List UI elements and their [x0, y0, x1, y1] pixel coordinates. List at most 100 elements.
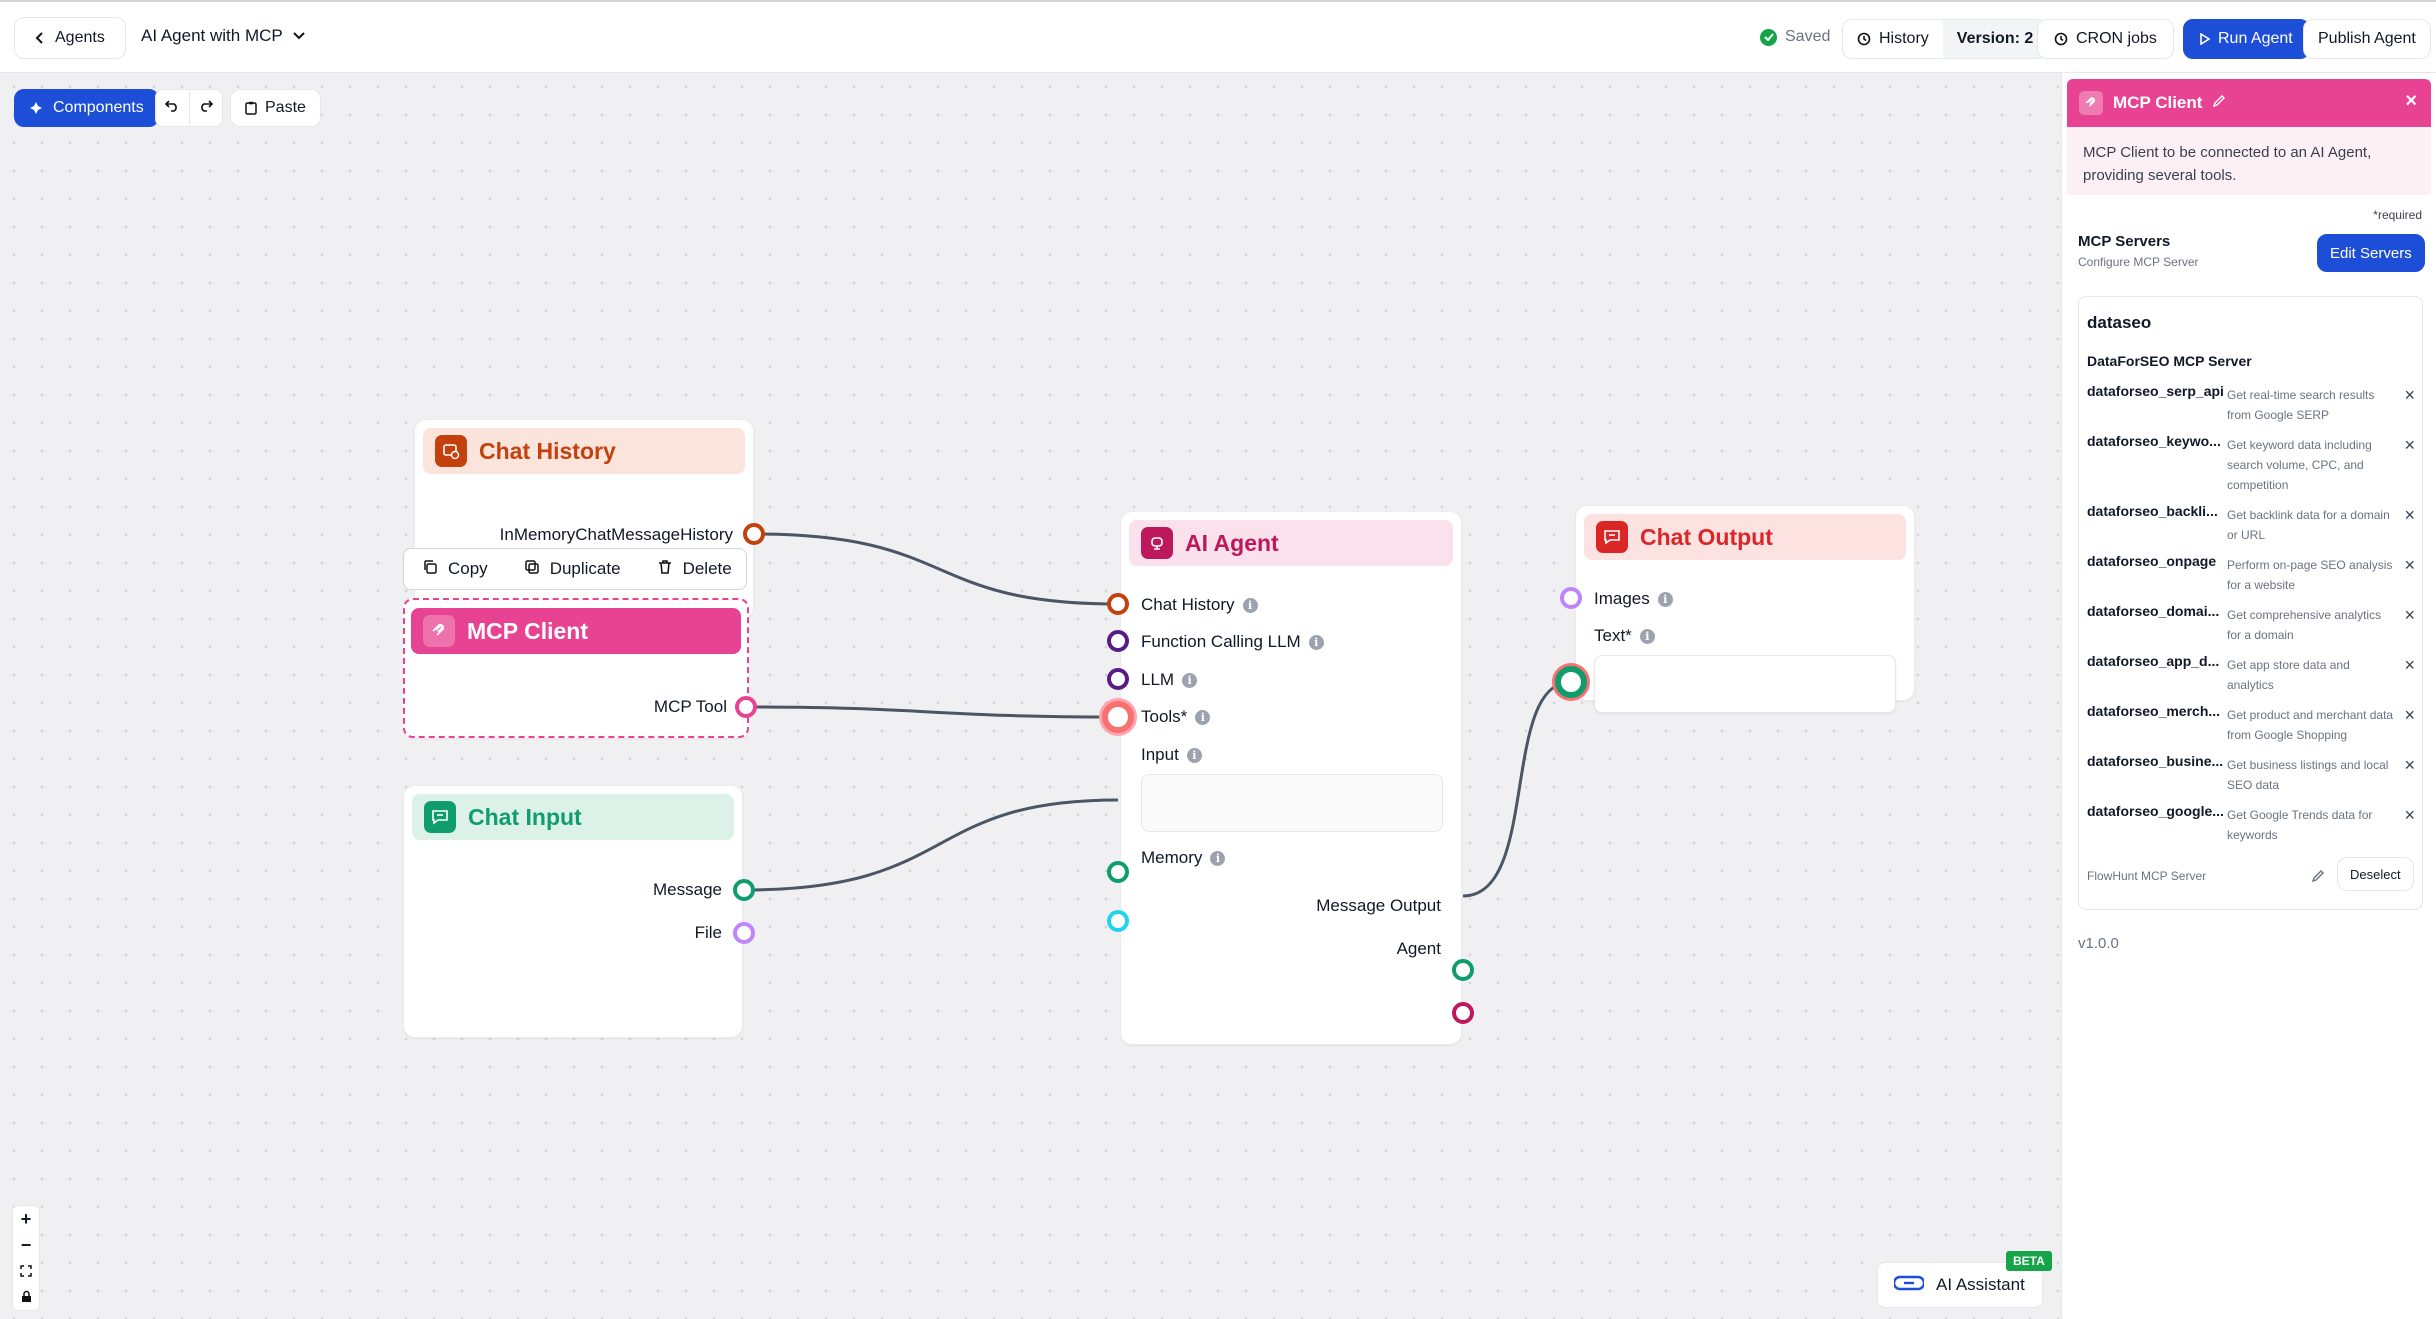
- components-button[interactable]: Components: [14, 89, 159, 127]
- panel-header: MCP Client ×: [2067, 79, 2431, 127]
- mcp-servers-sub: Configure MCP Server: [2078, 255, 2199, 269]
- flow-canvas[interactable]: Components Paste Chat History InMemoryCh…: [0, 73, 2061, 1319]
- node-actions-toolbar: Copy Duplicate Delete: [403, 548, 747, 590]
- properties-panel: MCP Client × MCP Client to be connected …: [2061, 73, 2436, 1319]
- redo-icon: [199, 99, 213, 117]
- deselect-button[interactable]: Deselect: [2337, 857, 2414, 891]
- output-label: Message Output: [1316, 896, 1441, 915]
- agent-memory-handle[interactable]: [1107, 910, 1129, 932]
- remove-tool-icon[interactable]: ×: [2404, 555, 2415, 575]
- redo-button[interactable]: [190, 90, 223, 126]
- run-label: Run Agent: [2218, 30, 2293, 47]
- flow-title-dropdown[interactable]: AI Agent with MCP: [141, 26, 305, 46]
- agent-tools-handle[interactable]: [1102, 701, 1134, 733]
- chat-output-text-handle[interactable]: [1555, 666, 1587, 698]
- publish-agent-button[interactable]: Publish Agent: [2303, 19, 2431, 59]
- trash-icon: [657, 559, 673, 580]
- ai-assistant-label: AI Assistant: [1936, 1275, 2025, 1294]
- tool-desc: Get product and merchant data from Googl…: [2227, 708, 2394, 742]
- undo-button[interactable]: [156, 90, 190, 126]
- mcp-tool-output-label: MCP Tool: [654, 697, 727, 717]
- agent-input-handle[interactable]: [1107, 861, 1129, 883]
- agent-llm-handle[interactable]: [1107, 668, 1129, 690]
- file-output-handle[interactable]: [733, 922, 755, 944]
- deselect-label: Deselect: [2350, 866, 2401, 882]
- remove-tool-icon[interactable]: ×: [2404, 605, 2415, 625]
- chat-history-title: Chat History: [479, 437, 616, 464]
- message-output-handle[interactable]: [733, 879, 755, 901]
- info-icon[interactable]: i: [1657, 591, 1673, 607]
- back-label: Agents: [55, 29, 105, 46]
- input-label: LLM: [1141, 670, 1175, 689]
- cron-jobs-button[interactable]: CRON jobs: [2037, 19, 2174, 59]
- history-button[interactable]: History Version: 2: [1842, 19, 2049, 59]
- wire-message: [743, 798, 1119, 892]
- message-output-text: Message: [653, 880, 722, 899]
- chat-history-output-handle[interactable]: [743, 523, 765, 545]
- agent-chat-history-handle[interactable]: [1107, 593, 1129, 615]
- chat-input-icon: [424, 801, 456, 833]
- tool-desc: Get Google Trends data for keywords: [2227, 808, 2373, 842]
- edit-title-button[interactable]: [2212, 93, 2226, 113]
- agent-function-llm-handle[interactable]: [1107, 630, 1129, 652]
- info-icon[interactable]: i: [1210, 850, 1226, 866]
- agent-message-output-handle[interactable]: [1452, 959, 1474, 981]
- close-panel-button[interactable]: ×: [2405, 90, 2417, 112]
- chat-output-images-handle[interactable]: [1560, 587, 1582, 609]
- mcp-client-node[interactable]: MCP Client MCP Tool: [403, 598, 749, 738]
- info-icon[interactable]: i: [1186, 747, 1202, 763]
- delete-button[interactable]: Delete: [639, 549, 750, 589]
- paste-label: Paste: [265, 99, 306, 116]
- duplicate-button[interactable]: Duplicate: [506, 549, 639, 589]
- agent-output-handle[interactable]: [1452, 1002, 1474, 1024]
- fit-view-button[interactable]: [20, 1258, 32, 1284]
- tool-desc: Get business listings and local SEO data: [2227, 758, 2389, 792]
- input-label: Memory: [1141, 848, 1203, 867]
- info-icon[interactable]: i: [1195, 709, 1211, 725]
- edit-servers-button[interactable]: Edit Servers: [2317, 234, 2425, 272]
- agent-input-llm: LLM i: [1141, 670, 1198, 690]
- version-badge: Version: 2: [1942, 20, 2048, 58]
- chat-output-textbox[interactable]: [1594, 655, 1896, 713]
- paste-button[interactable]: Paste: [230, 89, 321, 127]
- copy-button[interactable]: Copy: [404, 549, 506, 589]
- tool-desc: Get comprehensive analytics for a domain: [2227, 608, 2382, 642]
- remove-tool-icon[interactable]: ×: [2404, 705, 2415, 725]
- lock-button[interactable]: [21, 1284, 32, 1310]
- panel-title: MCP Client: [2113, 93, 2203, 112]
- remove-tool-icon[interactable]: ×: [2404, 435, 2415, 455]
- chat-input-title: Chat Input: [468, 803, 582, 830]
- remove-tool-icon[interactable]: ×: [2404, 385, 2415, 405]
- info-icon[interactable]: i: [1639, 628, 1655, 644]
- pencil-icon[interactable]: [2311, 869, 2325, 888]
- clock-icon: [2054, 32, 2068, 46]
- info-icon[interactable]: i: [1182, 672, 1198, 688]
- edit-servers-label: Edit Servers: [2330, 244, 2412, 262]
- tool-desc: Get app store data and analytics: [2227, 658, 2350, 692]
- mcp-tool-output-text: MCP Tool: [653, 697, 727, 716]
- info-icon[interactable]: i: [1308, 634, 1324, 650]
- ai-agent-title: AI Agent: [1185, 529, 1279, 556]
- zoom-out-button[interactable]: −: [21, 1232, 32, 1258]
- message-output-label: Message: [653, 880, 722, 900]
- remove-tool-icon[interactable]: ×: [2404, 655, 2415, 675]
- agent-input-textbox[interactable]: [1141, 774, 1443, 832]
- chat-history-header: Chat History: [423, 428, 745, 474]
- run-agent-button[interactable]: Run Agent: [2183, 19, 2310, 59]
- back-to-agents-button[interactable]: Agents: [14, 17, 126, 59]
- remove-tool-icon[interactable]: ×: [2404, 505, 2415, 525]
- chat-input-node[interactable]: Chat Input Message File: [403, 785, 743, 1038]
- mcp-tool-output-handle[interactable]: [735, 696, 757, 718]
- info-icon[interactable]: i: [1242, 597, 1258, 613]
- zoom-in-button[interactable]: +: [21, 1206, 32, 1232]
- remove-tool-icon[interactable]: ×: [2404, 805, 2415, 825]
- clipboard-icon: [245, 101, 257, 115]
- input-label: Input: [1141, 745, 1179, 764]
- required-note: *required: [2373, 208, 2422, 222]
- undo-icon: [165, 99, 179, 117]
- remove-tool-icon[interactable]: ×: [2404, 755, 2415, 775]
- tool-name: dataforseo_serp_api: [2087, 383, 2224, 399]
